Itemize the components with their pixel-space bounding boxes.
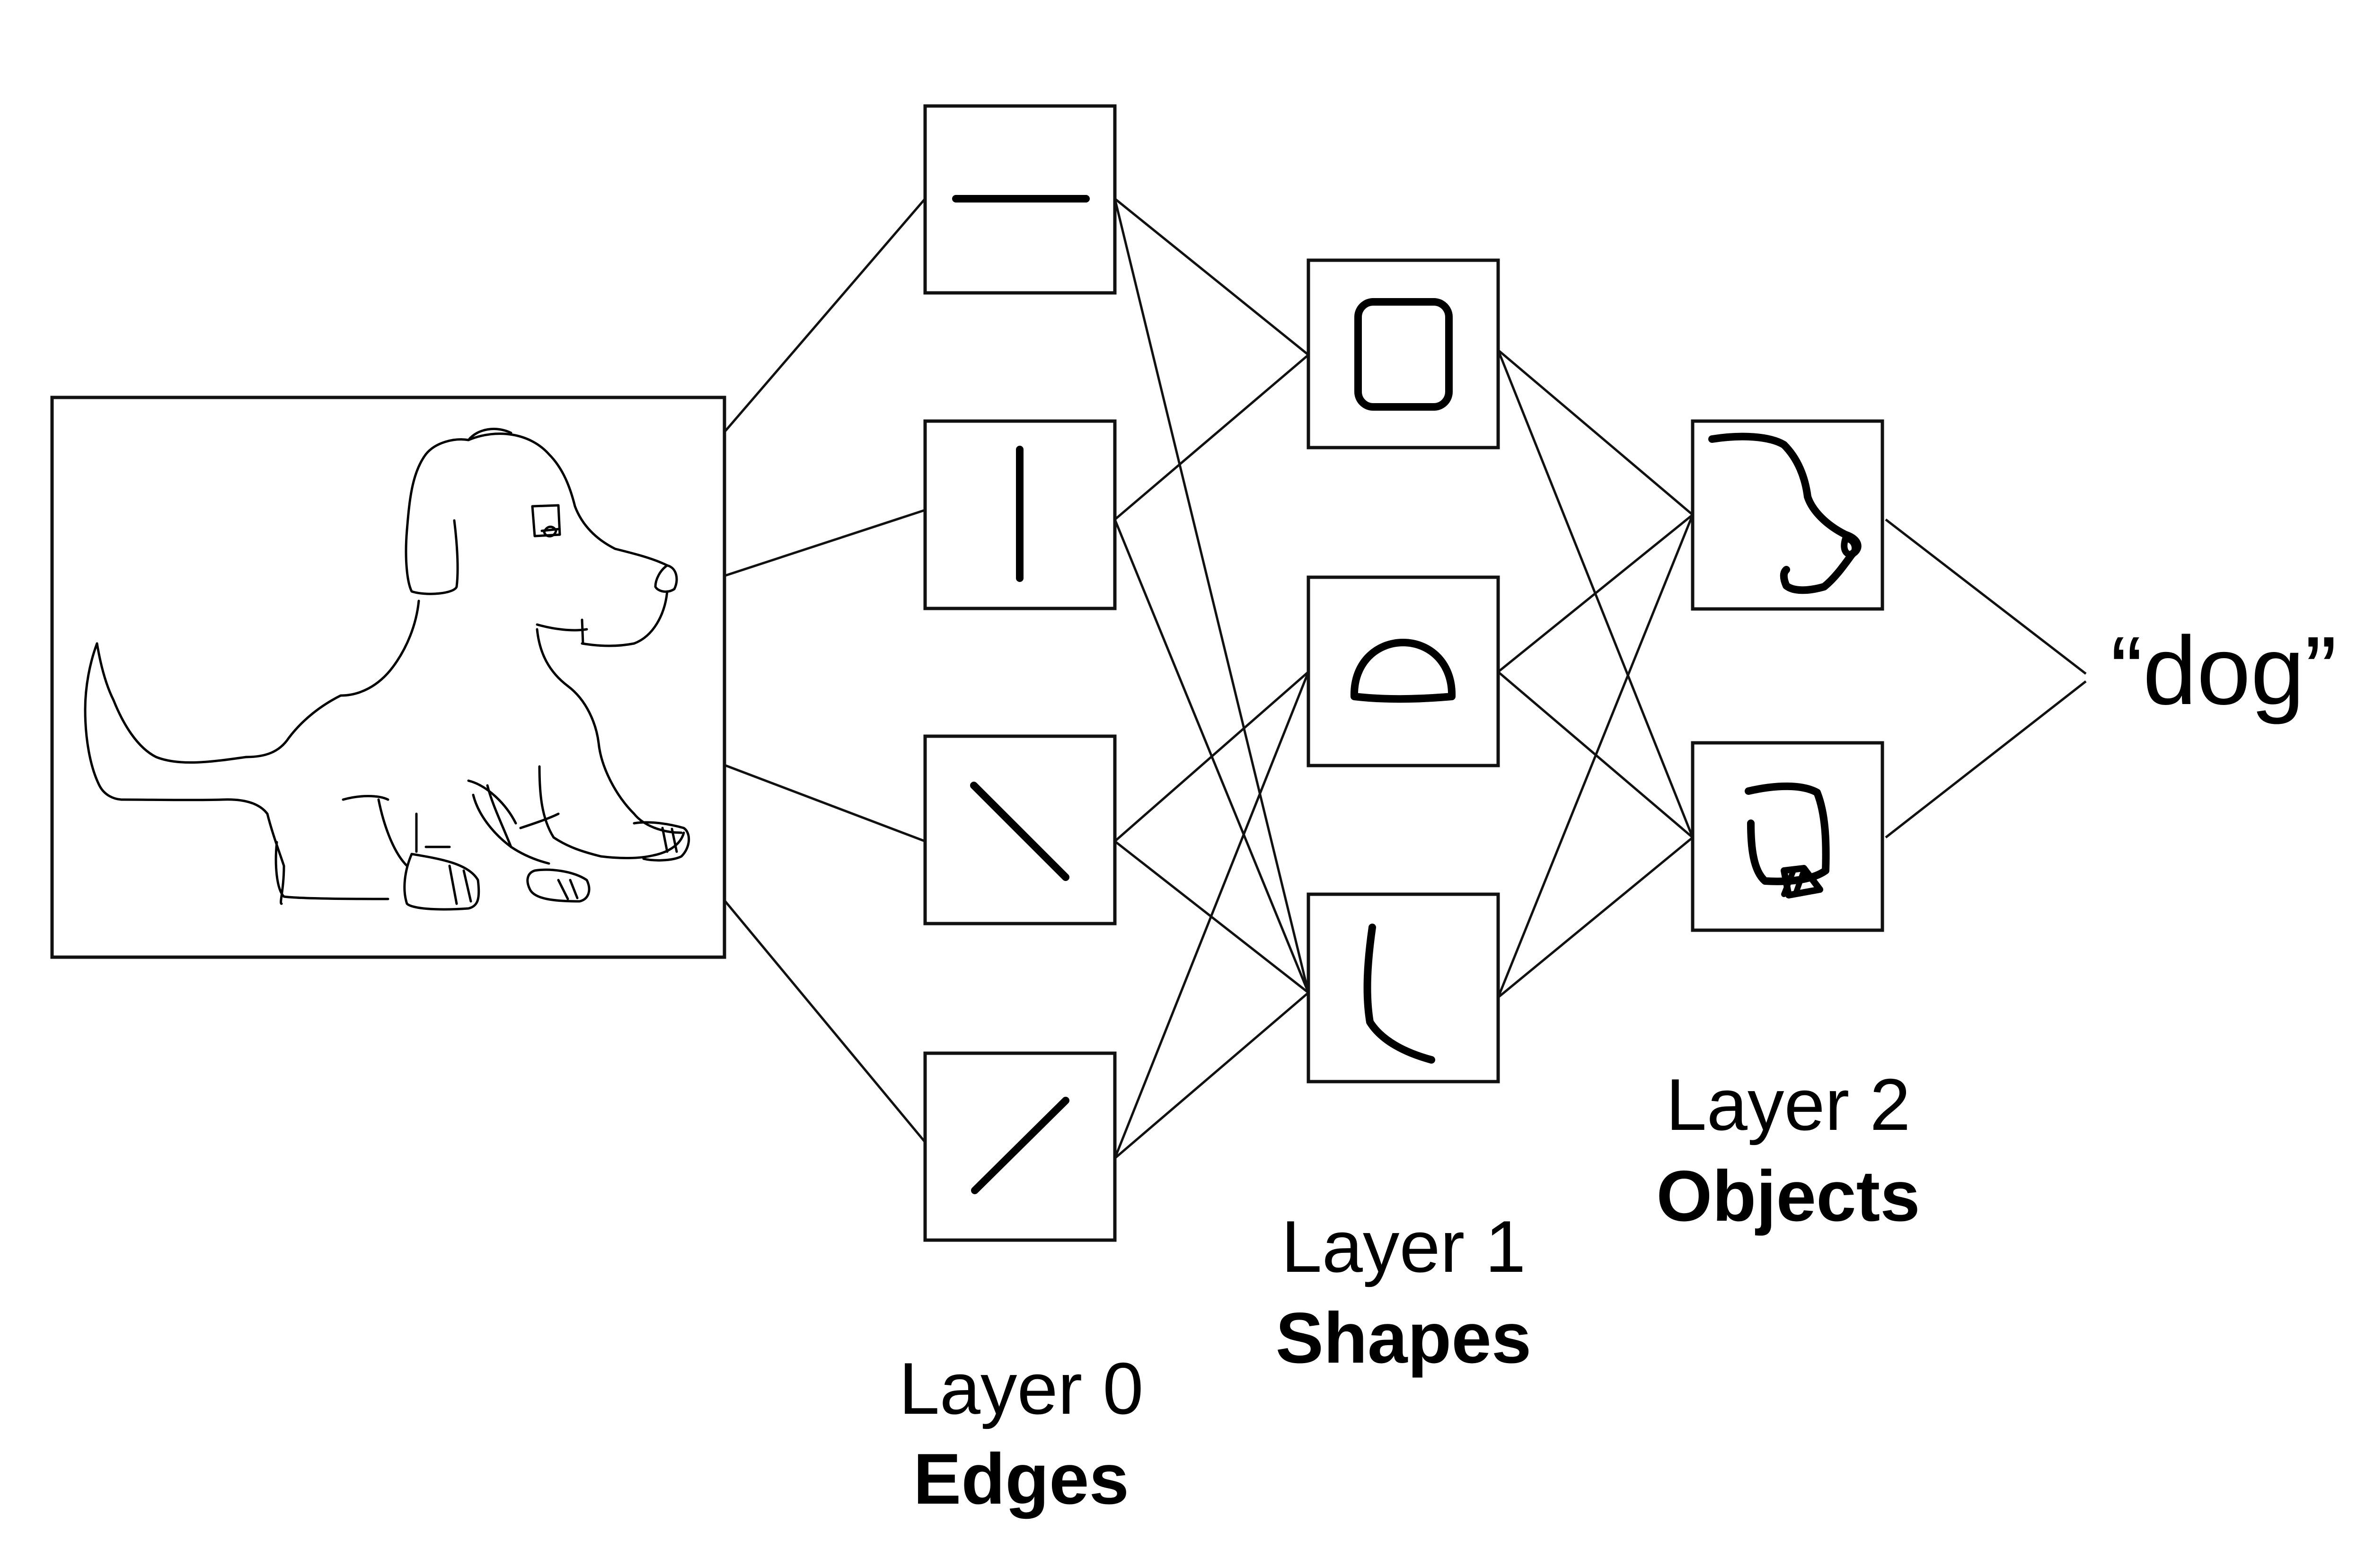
connections xyxy=(724,198,2087,1159)
connection-l0-4-l1-2 xyxy=(1113,671,1310,1159)
layer-1-node-2 xyxy=(1307,575,1500,767)
connection-l2-2-output xyxy=(1885,680,2087,838)
connection-l0-1-l1-3 xyxy=(1113,198,1310,993)
connection-l0-1-l1-1 xyxy=(1114,198,1309,356)
layer-2-name-label: Objects xyxy=(1656,1156,1920,1236)
layer-2-node-1 xyxy=(1691,419,1884,611)
input-image-frame xyxy=(50,396,726,959)
layer-1-node-1 xyxy=(1307,258,1500,449)
connection-input-l0-4 xyxy=(724,899,926,1143)
connection-l0-2-l1-1 xyxy=(1114,354,1309,520)
connection-l2-1-output xyxy=(1885,519,2087,675)
dog-leg-object-icon xyxy=(1745,782,1830,885)
dog-sketch-icon xyxy=(84,428,690,911)
connection-l1-3-l2-2 xyxy=(1497,837,1694,998)
layer-1-node-3 xyxy=(1307,892,1500,1084)
diagonal-up-edge-icon xyxy=(971,1097,1069,1194)
layer-2-node-2 xyxy=(1691,741,1884,932)
layer-labels: Layer 0 Edges Layer 1 Shapes Layer 2 Obj… xyxy=(899,1064,1920,1519)
layer-2-number-label: Layer 2 xyxy=(1666,1064,1911,1145)
connection-input-l0-2 xyxy=(724,509,926,577)
layer-0-nodes xyxy=(923,104,1117,1242)
connection-input-l0-3 xyxy=(724,764,926,843)
layer-0-name-label: Edges xyxy=(913,1439,1129,1519)
layer-0-node-3 xyxy=(923,734,1117,925)
connection-l1-3-l2-1 xyxy=(1497,514,1694,998)
layer-1-nodes xyxy=(1307,258,1500,1084)
curve-shape-icon xyxy=(1363,924,1435,1064)
layer-0-node-2 xyxy=(923,419,1117,610)
layer-1-name-label: Shapes xyxy=(1276,1298,1532,1378)
output-label: “dog” xyxy=(2110,617,2337,725)
input-image xyxy=(50,396,726,959)
dog-nose-icon xyxy=(1841,535,1858,558)
layer-0-number-label: Layer 0 xyxy=(899,1348,1144,1429)
connection-l0-3-l1-2 xyxy=(1114,671,1309,842)
connection-input-l0-1 xyxy=(724,198,926,433)
layer-0-node-1 xyxy=(923,104,1117,295)
layer-0-node-4 xyxy=(923,1051,1117,1242)
diagonal-down-edge-icon xyxy=(970,782,1069,881)
connection-l0-4-l1-3 xyxy=(1114,992,1309,1159)
layer-1-number-label: Layer 1 xyxy=(1281,1206,1526,1287)
rounded-square-shape-icon xyxy=(1354,298,1453,411)
layer-2-nodes xyxy=(1691,419,1884,932)
connection-l1-2-l2-1 xyxy=(1497,514,1694,673)
connection-l1-1-l2-1 xyxy=(1497,349,1694,516)
dome-shape-icon xyxy=(1350,639,1456,703)
